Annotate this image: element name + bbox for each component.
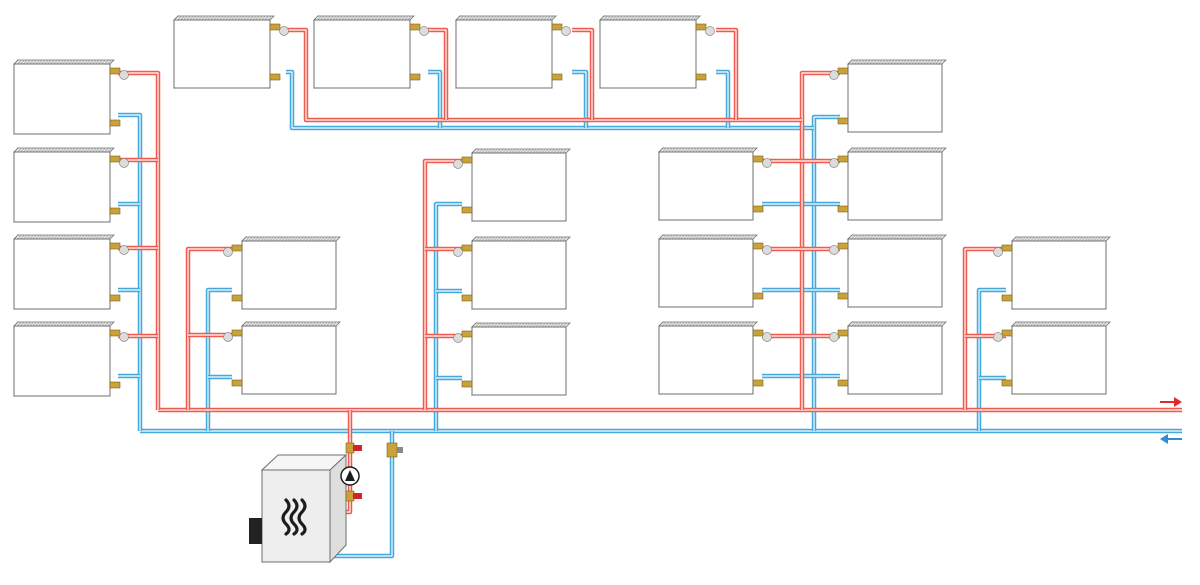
radiator: [993, 321, 1111, 395]
radiator: [658, 147, 772, 221]
radiator: [453, 148, 571, 222]
lockshield-valve: [109, 294, 121, 302]
ball-valve: [345, 490, 362, 502]
thermostatic-valve: [269, 23, 289, 36]
lockshield-valve: [551, 73, 563, 81]
radiator: [993, 236, 1111, 310]
thermostatic-valve: [109, 155, 129, 168]
lockshield-valve: [409, 73, 421, 81]
lockshield-valve: [109, 207, 121, 215]
lockshield-valve: [752, 379, 764, 387]
thermostatic-valve: [993, 329, 1013, 342]
radiator: [13, 234, 129, 310]
lockshield-valve: [109, 119, 121, 127]
thermostatic-valve: [453, 330, 473, 343]
return-valve: [386, 442, 403, 458]
radiator: [173, 15, 289, 89]
lockshield-valve: [837, 379, 849, 387]
lockshield-valve: [1001, 379, 1013, 387]
supply-pipes: [118, 27, 1182, 515]
thermostatic-valve: [829, 67, 849, 80]
thermostatic-valve: [829, 329, 849, 342]
radiator: [13, 147, 129, 223]
thermostatic-valve: [409, 23, 429, 36]
lockshield-valve: [837, 117, 849, 125]
thermostatic-valve: [453, 244, 473, 257]
supply-riser-5: [962, 246, 1006, 410]
lockshield-valve: [837, 205, 849, 213]
thermostatic-valve: [223, 329, 243, 342]
heat-wave-icon: [281, 498, 307, 536]
thermostatic-valve: [993, 244, 1013, 257]
thermostatic-valve: [223, 244, 243, 257]
thermostatic-valve: [109, 67, 129, 80]
lockshield-valve: [752, 205, 764, 213]
lockshield-valve: [231, 294, 243, 302]
lockshield-valve: [109, 381, 121, 389]
thermostatic-valve: [109, 329, 129, 342]
circulation-pump-icon: [340, 466, 360, 486]
supply-riser-4: [799, 70, 840, 410]
radiator: [658, 234, 772, 308]
radiator: [829, 321, 947, 395]
supply-riser-3: [422, 158, 462, 410]
radiators: [13, 15, 1111, 397]
radiator: [829, 147, 947, 221]
lockshield-valve: [269, 73, 281, 81]
radiator: [13, 59, 129, 135]
ball-valve: [345, 442, 362, 454]
return-riser-3: [433, 201, 462, 431]
radiator: [13, 321, 129, 397]
supply-top-branch: [428, 27, 449, 120]
thermostatic-valve: [752, 155, 772, 168]
thermostatic-valve: [695, 23, 715, 36]
supply-flow-arrow: [1160, 397, 1182, 407]
supply-top-branch: [572, 27, 595, 120]
radiator: [453, 236, 571, 310]
thermostatic-valve: [551, 23, 571, 36]
radiator: [599, 15, 715, 89]
flow-arrows: [1160, 397, 1182, 444]
lockshield-valve: [695, 73, 707, 81]
radiator: [829, 59, 947, 133]
thermostatic-valve: [829, 155, 849, 168]
lockshield-valve: [837, 292, 849, 300]
lockshield-valve: [461, 380, 473, 388]
lockshield-valve: [461, 294, 473, 302]
thermostatic-valve: [752, 329, 772, 342]
radiator: [313, 15, 429, 89]
lockshield-valve: [231, 379, 243, 387]
lockshield-valve: [1001, 294, 1013, 302]
boiler-front: [261, 469, 331, 563]
lockshield-valve: [752, 292, 764, 300]
thermostatic-valve: [109, 242, 129, 255]
radiator: [453, 322, 571, 396]
radiator: [223, 236, 341, 310]
radiator: [455, 15, 571, 89]
burner-block: [249, 518, 262, 544]
lockshield-valve: [461, 206, 473, 214]
thermostatic-valve: [752, 242, 772, 255]
thermostatic-valve: [829, 242, 849, 255]
thermostatic-valve: [453, 156, 473, 169]
boiler: [249, 442, 403, 564]
return-flow-arrow: [1160, 434, 1182, 444]
radiator: [829, 234, 947, 308]
radiator: [223, 321, 341, 395]
radiator: [658, 321, 772, 395]
